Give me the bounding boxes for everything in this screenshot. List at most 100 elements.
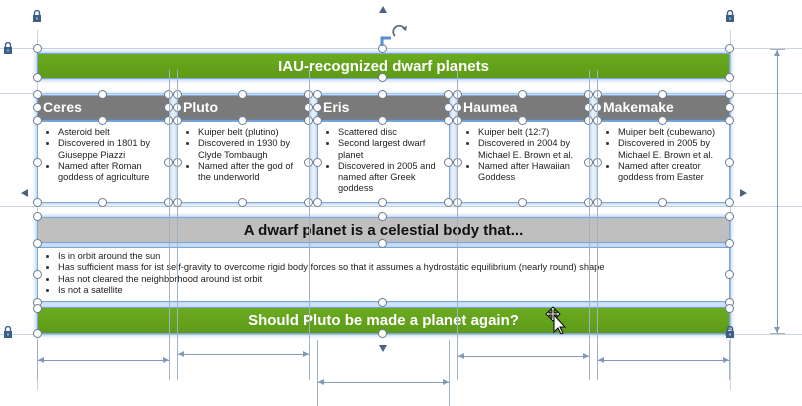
lock-icon[interactable]	[3, 326, 13, 338]
list-item: Named after Hawaiian Goddess	[464, 161, 585, 184]
resize-handle[interactable]	[378, 90, 387, 99]
resize-handle[interactable]	[164, 198, 173, 207]
column-body-makemake[interactable]: Muiper belt (cubewano) Discovered in 200…	[598, 122, 729, 202]
rotate-handle-icon[interactable]	[377, 16, 411, 50]
column-body-pluto[interactable]: Kuiper belt (plutino) Discovered in 1930…	[178, 122, 309, 202]
resize-handle[interactable]	[33, 212, 42, 221]
resize-handle[interactable]	[518, 90, 527, 99]
resize-handle[interactable]	[725, 212, 734, 221]
lock-icon[interactable]	[725, 10, 735, 22]
resize-handle[interactable]	[313, 103, 322, 112]
resize-handle[interactable]	[304, 116, 313, 125]
resize-handle[interactable]	[725, 103, 734, 112]
lock-icon[interactable]	[32, 10, 42, 22]
resize-handle[interactable]	[725, 304, 734, 313]
resize-handle[interactable]	[378, 73, 387, 82]
definition-banner[interactable]: A dwarf planet is a celestial body that.…	[38, 218, 729, 242]
resize-handle[interactable]	[584, 158, 593, 167]
resize-handle[interactable]	[725, 198, 734, 207]
resize-handle[interactable]	[378, 212, 387, 221]
resize-handle[interactable]	[164, 158, 173, 167]
resize-handle[interactable]	[444, 103, 453, 112]
resize-handle[interactable]	[33, 239, 42, 248]
resize-handle[interactable]	[313, 198, 322, 207]
resize-handle[interactable]	[378, 198, 387, 207]
resize-handle[interactable]	[98, 198, 107, 207]
resize-handle[interactable]	[518, 198, 527, 207]
dimension-tick	[449, 340, 450, 406]
list-item: Kuiper belt (plutino)	[184, 127, 305, 138]
resize-handle[interactable]	[33, 270, 42, 279]
resize-handle[interactable]	[304, 90, 313, 99]
resize-handle[interactable]	[238, 90, 247, 99]
column-body-eris[interactable]: Scattered disc Second largest dwarf plan…	[318, 122, 449, 202]
resize-handle[interactable]	[444, 198, 453, 207]
resize-handle[interactable]	[304, 158, 313, 167]
list-item: Asteroid belt	[44, 127, 165, 138]
arrow-down-icon[interactable]	[378, 343, 388, 353]
resize-handle[interactable]	[33, 73, 42, 82]
resize-handle[interactable]	[378, 116, 387, 125]
resize-handle[interactable]	[444, 158, 453, 167]
resize-handle[interactable]	[98, 90, 107, 99]
resize-handle[interactable]	[33, 198, 42, 207]
resize-handle[interactable]	[584, 116, 593, 125]
dimension-tick	[37, 340, 38, 380]
resize-handle[interactable]	[164, 90, 173, 99]
question-banner[interactable]: Should Pluto be made a planet again?	[38, 308, 729, 333]
lock-icon[interactable]	[725, 326, 735, 338]
resize-handle[interactable]	[725, 270, 734, 279]
resize-handle[interactable]	[33, 116, 42, 125]
resize-handle[interactable]	[164, 103, 173, 112]
resize-handle[interactable]	[658, 116, 667, 125]
resize-handle[interactable]	[304, 198, 313, 207]
arrow-up-icon[interactable]	[378, 5, 388, 15]
resize-handle[interactable]	[313, 116, 322, 125]
definition-points-box[interactable]: Is in orbit around the sun Has sufficien…	[38, 248, 729, 301]
resize-handle[interactable]	[33, 158, 42, 167]
resize-handle[interactable]	[238, 116, 247, 125]
resize-handle[interactable]	[444, 90, 453, 99]
resize-handle[interactable]	[304, 103, 313, 112]
list-item: Kuiper belt (12:7)	[464, 127, 585, 138]
resize-handle[interactable]	[584, 103, 593, 112]
resize-handle[interactable]	[313, 90, 322, 99]
resize-handle[interactable]	[658, 90, 667, 99]
resize-handle[interactable]	[378, 329, 387, 338]
resize-handle[interactable]	[33, 304, 42, 313]
column-title-pluto: Pluto	[183, 99, 218, 115]
resize-handle[interactable]	[725, 73, 734, 82]
resize-handle[interactable]	[725, 116, 734, 125]
list-item: Has not cleared the neighborhood around …	[44, 274, 725, 285]
lock-icon[interactable]	[3, 42, 13, 54]
guide-right	[730, 30, 731, 390]
column-header-ceres[interactable]: Ceres	[38, 96, 169, 120]
resize-handle[interactable]	[725, 239, 734, 248]
title-banner[interactable]: IAU-recognized dwarf planets	[38, 54, 729, 78]
resize-handle[interactable]	[33, 329, 42, 338]
resize-handle[interactable]	[725, 44, 734, 53]
resize-handle[interactable]	[33, 103, 42, 112]
resize-handle[interactable]	[378, 239, 387, 248]
column-body-haumea[interactable]: Kuiper belt (12:7) Discovered in 2004 by…	[458, 122, 589, 202]
facts-list-ceres: Asteroid belt Discovered in 1801 by Gius…	[38, 122, 169, 183]
arrow-right-icon[interactable]	[738, 188, 748, 198]
resize-handle[interactable]	[658, 198, 667, 207]
resize-handle[interactable]	[33, 44, 42, 53]
resize-handle[interactable]	[725, 90, 734, 99]
resize-handle[interactable]	[584, 90, 593, 99]
list-item: Named after creator goddess from Easter	[604, 161, 725, 184]
resize-handle[interactable]	[518, 116, 527, 125]
resize-handle[interactable]	[378, 298, 387, 307]
resize-handle[interactable]	[33, 90, 42, 99]
width-arrow	[178, 351, 309, 357]
resize-handle[interactable]	[313, 158, 322, 167]
resize-handle[interactable]	[584, 198, 593, 207]
arrow-left-icon[interactable]	[20, 188, 30, 198]
resize-handle[interactable]	[164, 116, 173, 125]
resize-handle[interactable]	[238, 198, 247, 207]
column-body-ceres[interactable]: Asteroid belt Discovered in 1801 by Gius…	[38, 122, 169, 202]
resize-handle[interactable]	[444, 116, 453, 125]
resize-handle[interactable]	[98, 116, 107, 125]
resize-handle[interactable]	[725, 158, 734, 167]
